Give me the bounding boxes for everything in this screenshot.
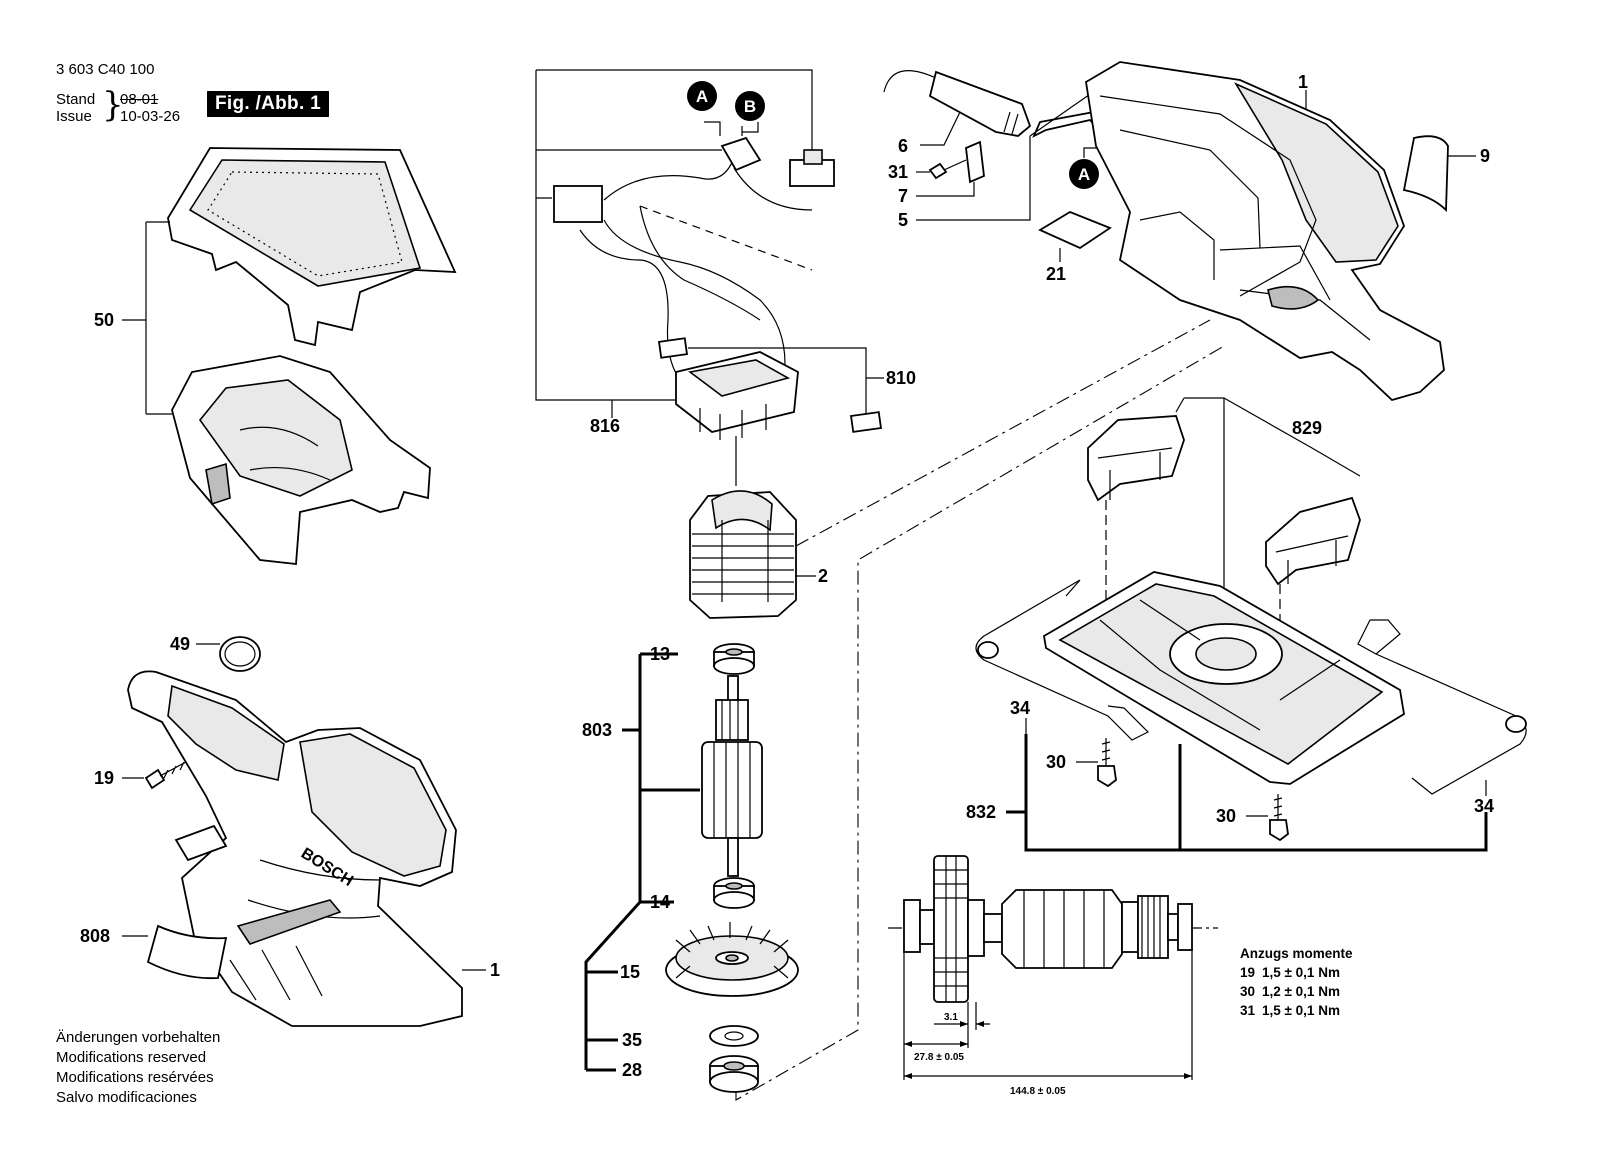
bearing-13 — [713, 643, 755, 675]
dimension-3-1: 3.1 — [944, 1012, 958, 1023]
label-35: 35 — [622, 1030, 642, 1050]
label-30-b: 30 — [1216, 806, 1236, 826]
leader-829 — [1175, 397, 1361, 660]
svg-text:B: B — [744, 97, 756, 116]
label-28: 28 — [622, 1060, 642, 1080]
label-1-right: 1 — [1298, 72, 1308, 92]
fan-15 — [665, 922, 799, 997]
leader-6 — [920, 111, 961, 146]
label-1-left: 1 — [490, 960, 500, 980]
cable-clamp-7 — [965, 140, 985, 184]
stator-2 — [689, 490, 797, 619]
wiring-harness — [553, 136, 835, 391]
cable-6 — [883, 70, 1032, 137]
label-34-left: 34 — [1010, 698, 1030, 718]
label-9: 9 — [1480, 146, 1490, 166]
note-line-de: Änderungen vorbehalten — [56, 1029, 221, 1046]
issue-date: 10-03-26 — [120, 108, 181, 125]
bearing-28 — [709, 1055, 759, 1093]
label-21: 21 — [1046, 264, 1066, 284]
label-plate-9 — [1402, 135, 1449, 213]
dimension-27-8: 27.8 ± 0.05 — [914, 1052, 964, 1063]
label-7: 7 — [898, 186, 908, 206]
bracket-brace: } — [102, 85, 124, 125]
label-808: 808 — [80, 926, 110, 946]
label-803: 803 — [582, 720, 612, 740]
stand-label: Stand — [56, 91, 96, 108]
label-19: 19 — [94, 768, 114, 788]
label-2: 2 — [818, 566, 828, 586]
bracket-832 — [1006, 734, 1488, 852]
label-810: 810 — [886, 368, 916, 388]
screw-30-a — [1097, 738, 1117, 788]
label-832: 832 — [966, 802, 996, 822]
armature-dimension-drawing — [888, 855, 1218, 1003]
bracket-816 — [535, 69, 813, 401]
modifications-note: Änderungen vorbehalten Modifications res… — [56, 1028, 220, 1108]
screw-30-b — [1269, 794, 1289, 842]
leader-7 — [916, 182, 975, 197]
clamp-829-a — [1087, 415, 1185, 502]
connector-a: A — [687, 81, 717, 111]
dimension-lines — [903, 950, 1193, 1080]
clamping-wire-34-right — [1357, 619, 1527, 795]
figure-badge: Fig. /Abb. 1 — [207, 91, 329, 117]
clamp-829-b — [1265, 496, 1361, 586]
label-50: 50 — [94, 310, 114, 330]
screw-31 — [928, 159, 967, 180]
clamping-wire-34-left — [975, 579, 1150, 741]
label-34-right: 34 — [1474, 796, 1494, 816]
torque-title: Anzugs momente — [1240, 946, 1353, 961]
label-15: 15 — [620, 962, 640, 982]
issue-label: Issue — [56, 108, 92, 125]
armature — [701, 675, 763, 877]
label-6: 6 — [898, 136, 908, 156]
leader-810 — [688, 347, 884, 414]
screw-19 — [144, 761, 187, 790]
axis-line-2 — [735, 345, 1225, 1101]
document-number: 3 603 C40 100 — [56, 61, 155, 78]
svg-text:A: A — [696, 87, 708, 106]
bracket-803 — [584, 652, 700, 1072]
note-line-en: Modifications reserved — [56, 1049, 207, 1066]
connector-b: B — [735, 91, 765, 121]
dust-box-container — [171, 355, 431, 565]
washer-35 — [709, 1025, 759, 1047]
old-date: 08-01 — [120, 91, 159, 108]
label-829: 829 — [1292, 418, 1322, 438]
note-line-es: Salvo modificaciones — [56, 1089, 197, 1106]
connector-a-housing: A — [1069, 159, 1099, 189]
label-30-a: 30 — [1046, 752, 1066, 772]
dimension-144-8: 144.8 ± 0.05 — [1010, 1086, 1066, 1097]
cable-holder-21 — [1038, 210, 1112, 250]
switch-810 — [657, 337, 882, 440]
label-13: 13 — [650, 644, 670, 664]
bearing-14 — [713, 877, 755, 909]
guide-line-wiring — [639, 205, 813, 271]
base-plate — [1043, 571, 1405, 785]
label-816: 816 — [590, 416, 620, 436]
label-14: 14 — [650, 892, 670, 912]
label-5: 5 — [898, 210, 908, 230]
leader-5 — [916, 89, 1097, 221]
svg-text:A: A — [1078, 165, 1090, 184]
dust-box-lid — [167, 147, 457, 347]
label-49: 49 — [170, 634, 190, 654]
label-31: 31 — [888, 162, 908, 182]
housing-1 — [1085, 61, 1445, 402]
axis-line-1 — [795, 319, 1211, 547]
leader-50 — [122, 221, 172, 415]
label-plate-808 — [146, 924, 228, 980]
note-line-fr: Modifications resérvées — [56, 1069, 214, 1086]
